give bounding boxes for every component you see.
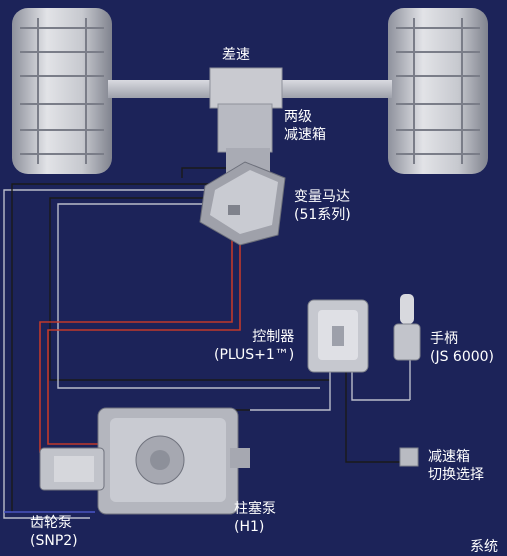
- joystick-label: 手柄(JS 6000): [430, 331, 495, 365]
- switch-icon: [399, 447, 419, 467]
- wheel-icon: [388, 8, 488, 174]
- motor-icon: [199, 161, 286, 246]
- controller-label: 控制器(PLUS+1™): [214, 329, 295, 363]
- gearbox-label: 两级减速箱: [284, 109, 326, 143]
- piston-pump-label: 柱塞泵(H1): [234, 501, 276, 535]
- pump-icon: [39, 407, 250, 515]
- wheel-icon: [12, 8, 112, 174]
- differential-housing: [209, 67, 283, 109]
- shift-select-label: 减速箱切换选择: [428, 449, 484, 483]
- joystick-icon: [393, 294, 421, 361]
- corner-text: 系统: [470, 539, 498, 555]
- gear-pump-label: 齿轮泵(SNP2): [30, 515, 78, 549]
- controller-icon: [307, 299, 369, 373]
- gearbox-housing: [217, 103, 273, 153]
- motor-label: 变量马达(51系列): [294, 189, 351, 223]
- differential-label: 差速: [222, 47, 250, 63]
